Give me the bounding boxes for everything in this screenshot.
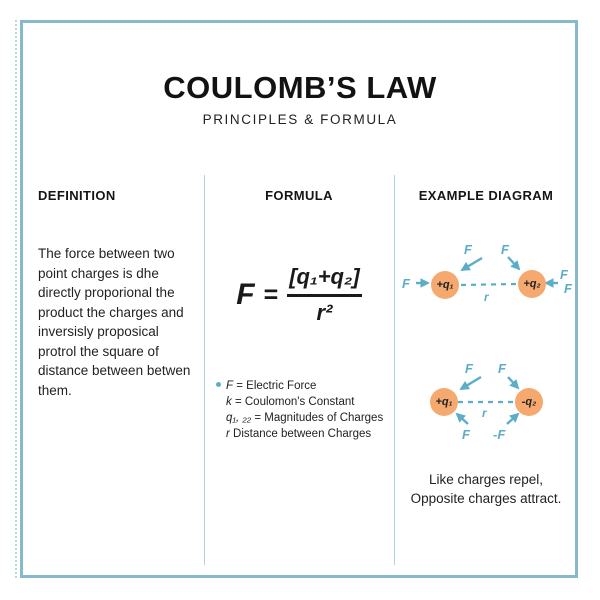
column-divider-1: [204, 175, 205, 565]
legend-text: = Magnitudes of Charges: [254, 412, 384, 424]
legend-symbol: q₁, ₂₂: [226, 412, 252, 424]
example-diagram-heading: EXAMPLE DIAGRAM: [418, 188, 554, 203]
definition-line: distance between betwen: [38, 363, 191, 378]
formula-equals: =: [263, 280, 279, 309]
like-charges-arrows: [416, 256, 558, 288]
legend-text: Distance between Charges: [233, 428, 372, 440]
legend-item: F = Electric Force: [216, 378, 396, 394]
legend-text: = Coulomon's Constant: [234, 396, 355, 408]
legend-item: k = Coulomon's Constant: [216, 394, 396, 410]
definition-heading: DEFINITION: [38, 188, 116, 203]
legend-item: q₁, ₂₂ = Magnitudes of Charges: [216, 410, 396, 426]
force-label: F: [464, 242, 472, 257]
distance-label: r: [484, 290, 489, 304]
legend-text: = Electric Force: [236, 380, 317, 392]
positive-charge-q1: +q₁: [430, 388, 458, 416]
opposite-charges-arrows: [455, 375, 520, 425]
negative-charge-q2: -q₂: [515, 388, 543, 416]
page-title: COULOMB’S LAW: [163, 70, 437, 105]
left-edge-dotted-line: [15, 20, 17, 578]
poster-border: [20, 20, 578, 578]
caption-line-1: Like charges repel,: [428, 472, 544, 487]
diagram-caption: Like charges repel, Opposite charges att…: [394, 470, 578, 508]
formula-equation: F = [q₁+q₂] r²: [204, 264, 394, 326]
definition-line: point charges is dhe: [38, 265, 159, 281]
definition-line: protrol the square of: [38, 343, 159, 359]
positive-charge-q2: +q₂: [518, 270, 546, 298]
definition-line: inversisly proposical: [38, 324, 159, 339]
legend-symbol: r: [226, 428, 230, 440]
formula-lhs: F: [236, 278, 255, 311]
definition-line: product the charges and: [38, 304, 184, 320]
formula-legend: F = Electric Force k = Coulomon's Consta…: [216, 378, 396, 442]
force-label: F: [462, 427, 470, 442]
formula-heading: FORMULA: [265, 188, 333, 203]
definition-line: directly proporional the: [38, 285, 175, 300]
legend-symbol: k: [226, 396, 232, 408]
definition-line: The force between two: [38, 246, 175, 261]
negative-force-label: -F: [493, 427, 506, 442]
definition-line: them.: [38, 382, 72, 398]
page-subtitle: PRINCIPLES & FORMULA: [202, 112, 398, 127]
bullet-icon: [216, 382, 221, 387]
force-label: F: [501, 242, 509, 257]
legend-item: r Distance between Charges: [216, 426, 396, 442]
formula-numerator: [q₁+q₂]: [287, 264, 362, 297]
opposite-charges-diagram: +q₁ -q₂ F F F -F r: [400, 352, 578, 464]
force-label: F: [402, 276, 410, 291]
force-label: F: [564, 281, 572, 296]
definition-text: The force between two point charges is d…: [38, 244, 198, 400]
force-label: F: [498, 361, 506, 376]
force-label: F: [465, 361, 473, 376]
force-label: F: [560, 267, 568, 282]
column-divider-2: [394, 175, 395, 565]
distance-label: r: [482, 406, 487, 420]
positive-charge-q1: +q₁: [431, 271, 459, 299]
formula-fraction: [q₁+q₂] r²: [287, 264, 362, 326]
formula-denominator: r²: [316, 300, 333, 325]
caption-line-2: Opposite charges attract.: [410, 491, 562, 506]
legend-symbol: F: [226, 380, 234, 392]
like-charges-diagram: +q₁ +q₂ F F F F F r: [400, 232, 578, 350]
